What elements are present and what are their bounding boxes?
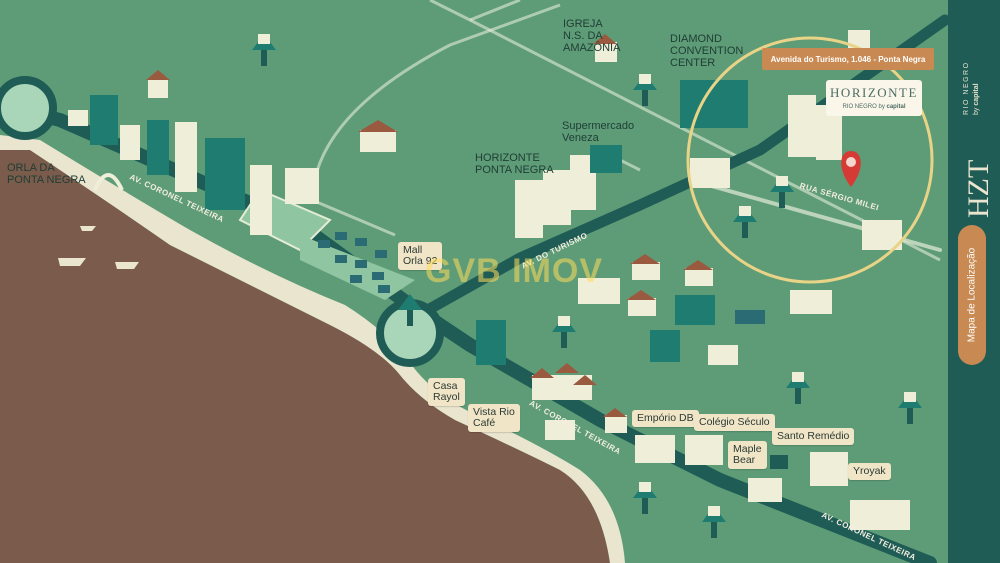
parked-cars [318, 232, 390, 293]
brand-text: HZT [962, 160, 995, 218]
label-horizonte-ponta-negra: HORIZONTE PONTA NEGRA [475, 152, 554, 176]
tag-emporio: Empório DB [632, 410, 699, 427]
label-orla: ORLA DA PONTA NEGRA [7, 162, 86, 186]
tag-maple-bear: Maple Bear [728, 441, 767, 469]
buildings-center [476, 30, 910, 530]
boats [58, 226, 139, 269]
address-banner: Avenida do Turismo, 1.046 - Ponta Negra [762, 48, 934, 70]
orla-arch [93, 173, 124, 191]
logo-sub: RIO NEGRO by capital [842, 104, 906, 110]
map-location-badge: Mapa de Localização [958, 225, 986, 365]
label-diamond-convention: DIAMOND CONVENTION CENTER [670, 33, 744, 69]
tag-colegio: Colégio Século [694, 414, 775, 431]
houses [146, 34, 713, 433]
map-location-label: Mapa de Localização [966, 247, 978, 343]
tag-casa-rayol: Casa Rayol [428, 378, 465, 406]
roundabout-left [0, 76, 57, 140]
logo-name: HORIZONTE [830, 85, 918, 100]
tag-vista-rio: Vista Rio Café [468, 404, 520, 432]
tag-yroyak: Yroyak [848, 463, 891, 480]
buildings-left [68, 95, 319, 235]
trees [252, 34, 922, 538]
river [0, 150, 610, 563]
label-igreja: IGREJA N.S. DA AMAZÔNIA [563, 18, 621, 54]
brand-sub: RIO NEGRO [963, 61, 970, 115]
horizonte-logo: HORIZONTE RIO NEGRO by capital [826, 80, 922, 116]
tag-santo-remedio: Santo Remédio [772, 428, 855, 445]
tag-mall-orla: Mall Orla 92 [398, 242, 443, 270]
brand-company: by capital [973, 83, 980, 115]
label-supermercado: Supermercado Veneza [562, 120, 635, 144]
watermark: GVB IMOV [425, 252, 604, 290]
location-pin-icon [841, 151, 861, 187]
horizonte-highlight-circle [686, 36, 934, 284]
hzt-brand-logo: HZT RIO NEGRO by capital [962, 61, 995, 218]
